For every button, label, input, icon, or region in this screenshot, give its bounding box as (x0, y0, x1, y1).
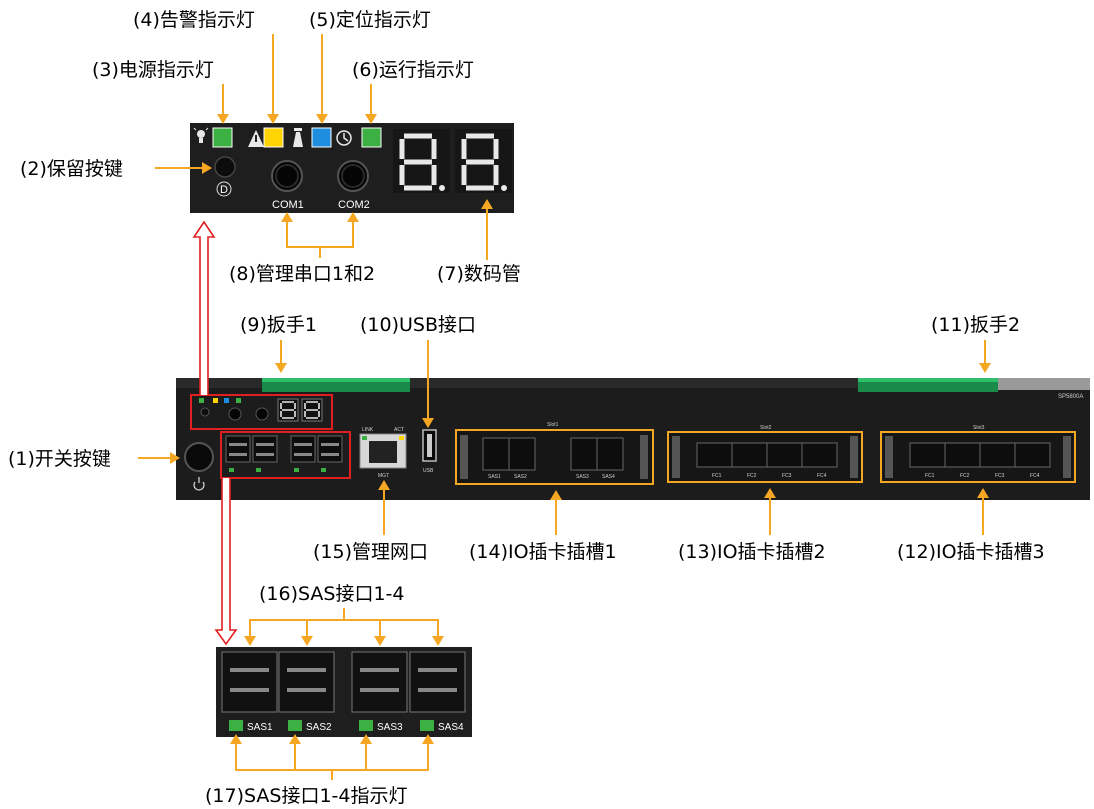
com1-label: COM1 (272, 199, 304, 211)
callout-io-slot-1: (14)IO插卡插槽1 (469, 541, 617, 563)
power-led (212, 127, 233, 148)
callout-usb: (10)USB接口 (360, 314, 476, 336)
slot2-fc2: FC2 (747, 473, 757, 479)
sas4-label: SAS4 (438, 722, 464, 733)
slot2-fc4: FC4 (817, 473, 827, 479)
slot2-label: Slot2 (760, 425, 772, 431)
seven-segment-display (393, 129, 512, 193)
callout-handle-1: (9)扳手1 (240, 314, 317, 336)
alarm-led (263, 127, 284, 148)
callout-seven-segment: (7)数码管 (437, 263, 521, 285)
lightbulb-icon (193, 127, 209, 143)
sas1-led (229, 720, 243, 731)
io-slot-2[interactable] (667, 431, 863, 483)
io-slot-1[interactable] (455, 429, 654, 485)
sas3-led (359, 720, 373, 731)
act-label: ACT (394, 427, 404, 433)
sas2-led (288, 720, 302, 731)
sas3-label: SAS3 (377, 722, 403, 733)
sas-port-1[interactable] (221, 651, 278, 713)
sas-port-4[interactable] (409, 651, 466, 713)
slot1-port-label-4: SAS4 (602, 474, 615, 480)
io-slot-3[interactable] (880, 431, 1076, 483)
sas-port-2[interactable] (278, 651, 335, 713)
slot3-fc1: FC1 (925, 473, 935, 479)
slot2-fc3: FC3 (782, 473, 792, 479)
slot3-label: Slot3 (973, 425, 985, 431)
callout-io-slot-3: (12)IO插卡插槽3 (897, 541, 1045, 563)
callout-sas-leds: (17)SAS接口1-4指示灯 (205, 785, 408, 807)
power-icon (193, 477, 205, 491)
callout-sas-ports: (16)SAS接口1-4 (259, 583, 405, 605)
reserved-button-symbol: D (220, 184, 228, 196)
sas4-led (420, 720, 434, 731)
callout-run-led: (6)运行指示灯 (352, 59, 474, 81)
callout-lines (138, 34, 991, 780)
clock-icon (336, 130, 352, 146)
zoom-arrow-down (214, 478, 238, 646)
chassis-front-panel: SP5800A LINK A (176, 378, 1090, 500)
callout-power-switch: (1)开关按键 (8, 448, 111, 470)
mgt-label: MGT (378, 473, 389, 479)
slot1-port-label-1: SAS1 (488, 474, 501, 480)
indicator-panel-zoom: D COM1 COM2 (190, 123, 514, 213)
link-label: LINK (362, 427, 374, 433)
callout-io-slot-2: (13)IO插卡插槽2 (678, 541, 826, 563)
locate-led (311, 127, 332, 148)
callout-reserved-button: (2)保留按键 (20, 158, 123, 180)
com2-label: COM2 (338, 199, 370, 211)
slot3-fc3: FC3 (995, 473, 1005, 479)
callout-alarm-led: (4)告警指示灯 (133, 9, 255, 31)
callout-labels: (1)开关按键 (2)保留按键 (3)电源指示灯 (4)告警指示灯 (5)定位指… (8, 9, 1045, 807)
beacon-icon (293, 128, 303, 147)
slot1-port-label-3: SAS3 (576, 474, 589, 480)
slot3-fc4: FC4 (1030, 473, 1040, 479)
slot1-port-label-2: SAS2 (514, 474, 527, 480)
sas2-label: SAS2 (306, 722, 332, 733)
zoom-arrow-up (192, 220, 216, 395)
sas-panel-zoom: SAS1 SAS2 SAS3 SAS4 (216, 647, 472, 737)
power-switch[interactable] (184, 442, 214, 472)
slot3-fc2: FC2 (960, 473, 970, 479)
callout-power-led: (3)电源指示灯 (92, 59, 214, 81)
model-label: SP5800A (1058, 394, 1083, 400)
run-led (361, 127, 382, 148)
reserved-button[interactable] (214, 156, 236, 178)
slot2-fc1: FC1 (712, 473, 722, 479)
sas1-label: SAS1 (247, 722, 273, 733)
callout-com-ports: (8)管理串口1和2 (229, 263, 375, 285)
sas-port-3[interactable] (351, 651, 408, 713)
callout-handle-2: (11)扳手2 (931, 314, 1020, 336)
usb-label: USB (423, 468, 434, 474)
slot1-label: Slot1 (547, 422, 559, 428)
callout-mgmt-port: (15)管理网口 (313, 541, 428, 563)
callout-locate-led: (5)定位指示灯 (309, 9, 431, 31)
